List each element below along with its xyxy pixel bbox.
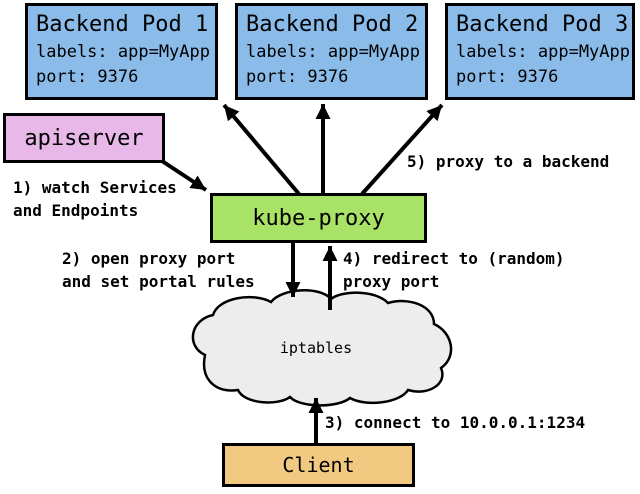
backend-pod-2-port: port: 9376 [246, 67, 349, 87]
backend-pod-3-box: Backend Pod 3 labels: app=MyApp port: 93… [445, 3, 635, 100]
annotation-step1-watch-services: 1) watch Services and Endpoints [13, 178, 177, 220]
arrow-proxy-to-pod-3 [360, 103, 444, 196]
annotation-step4-redirect: 4) redirect to (random) proxy port [343, 249, 565, 291]
annotation-step2-open-proxy-port: 2) open proxy port and set portal rules [62, 249, 255, 291]
annotation-step5-proxy-backend: 5) proxy to a backend [407, 152, 610, 171]
backend-pod-1-labels: labels: app=MyApp [36, 42, 210, 62]
arrow-proxy-to-pod-1 [222, 103, 301, 196]
apiserver-box: apiserver [3, 113, 165, 163]
backend-pod-3-port: port: 9376 [456, 67, 559, 87]
iptables-cloud-shape [191, 289, 453, 407]
backend-pod-1-box: Backend Pod 1 labels: app=MyApp port: 93… [25, 3, 218, 100]
kube-proxy-box: kube-proxy [210, 193, 427, 243]
backend-pod-2-title: Backend Pod 2 [246, 12, 419, 37]
backend-pod-3-title: Backend Pod 3 [456, 12, 629, 37]
iptables-cloud-label: iptables [279, 339, 353, 357]
backend-pod-1-title: Backend Pod 1 [36, 12, 209, 37]
backend-pod-2-labels: labels: app=MyApp [246, 42, 420, 62]
client-box: Client [222, 443, 415, 487]
backend-pod-1-port: port: 9376 [36, 67, 139, 87]
annotation-step3-connect: 3) connect to 10.0.0.1:1234 [325, 413, 586, 432]
backend-pod-2-box: Backend Pod 2 labels: app=MyApp port: 93… [235, 3, 428, 100]
arrow-watch-services [160, 159, 208, 192]
backend-pod-3-labels: labels: app=MyApp [456, 42, 630, 62]
